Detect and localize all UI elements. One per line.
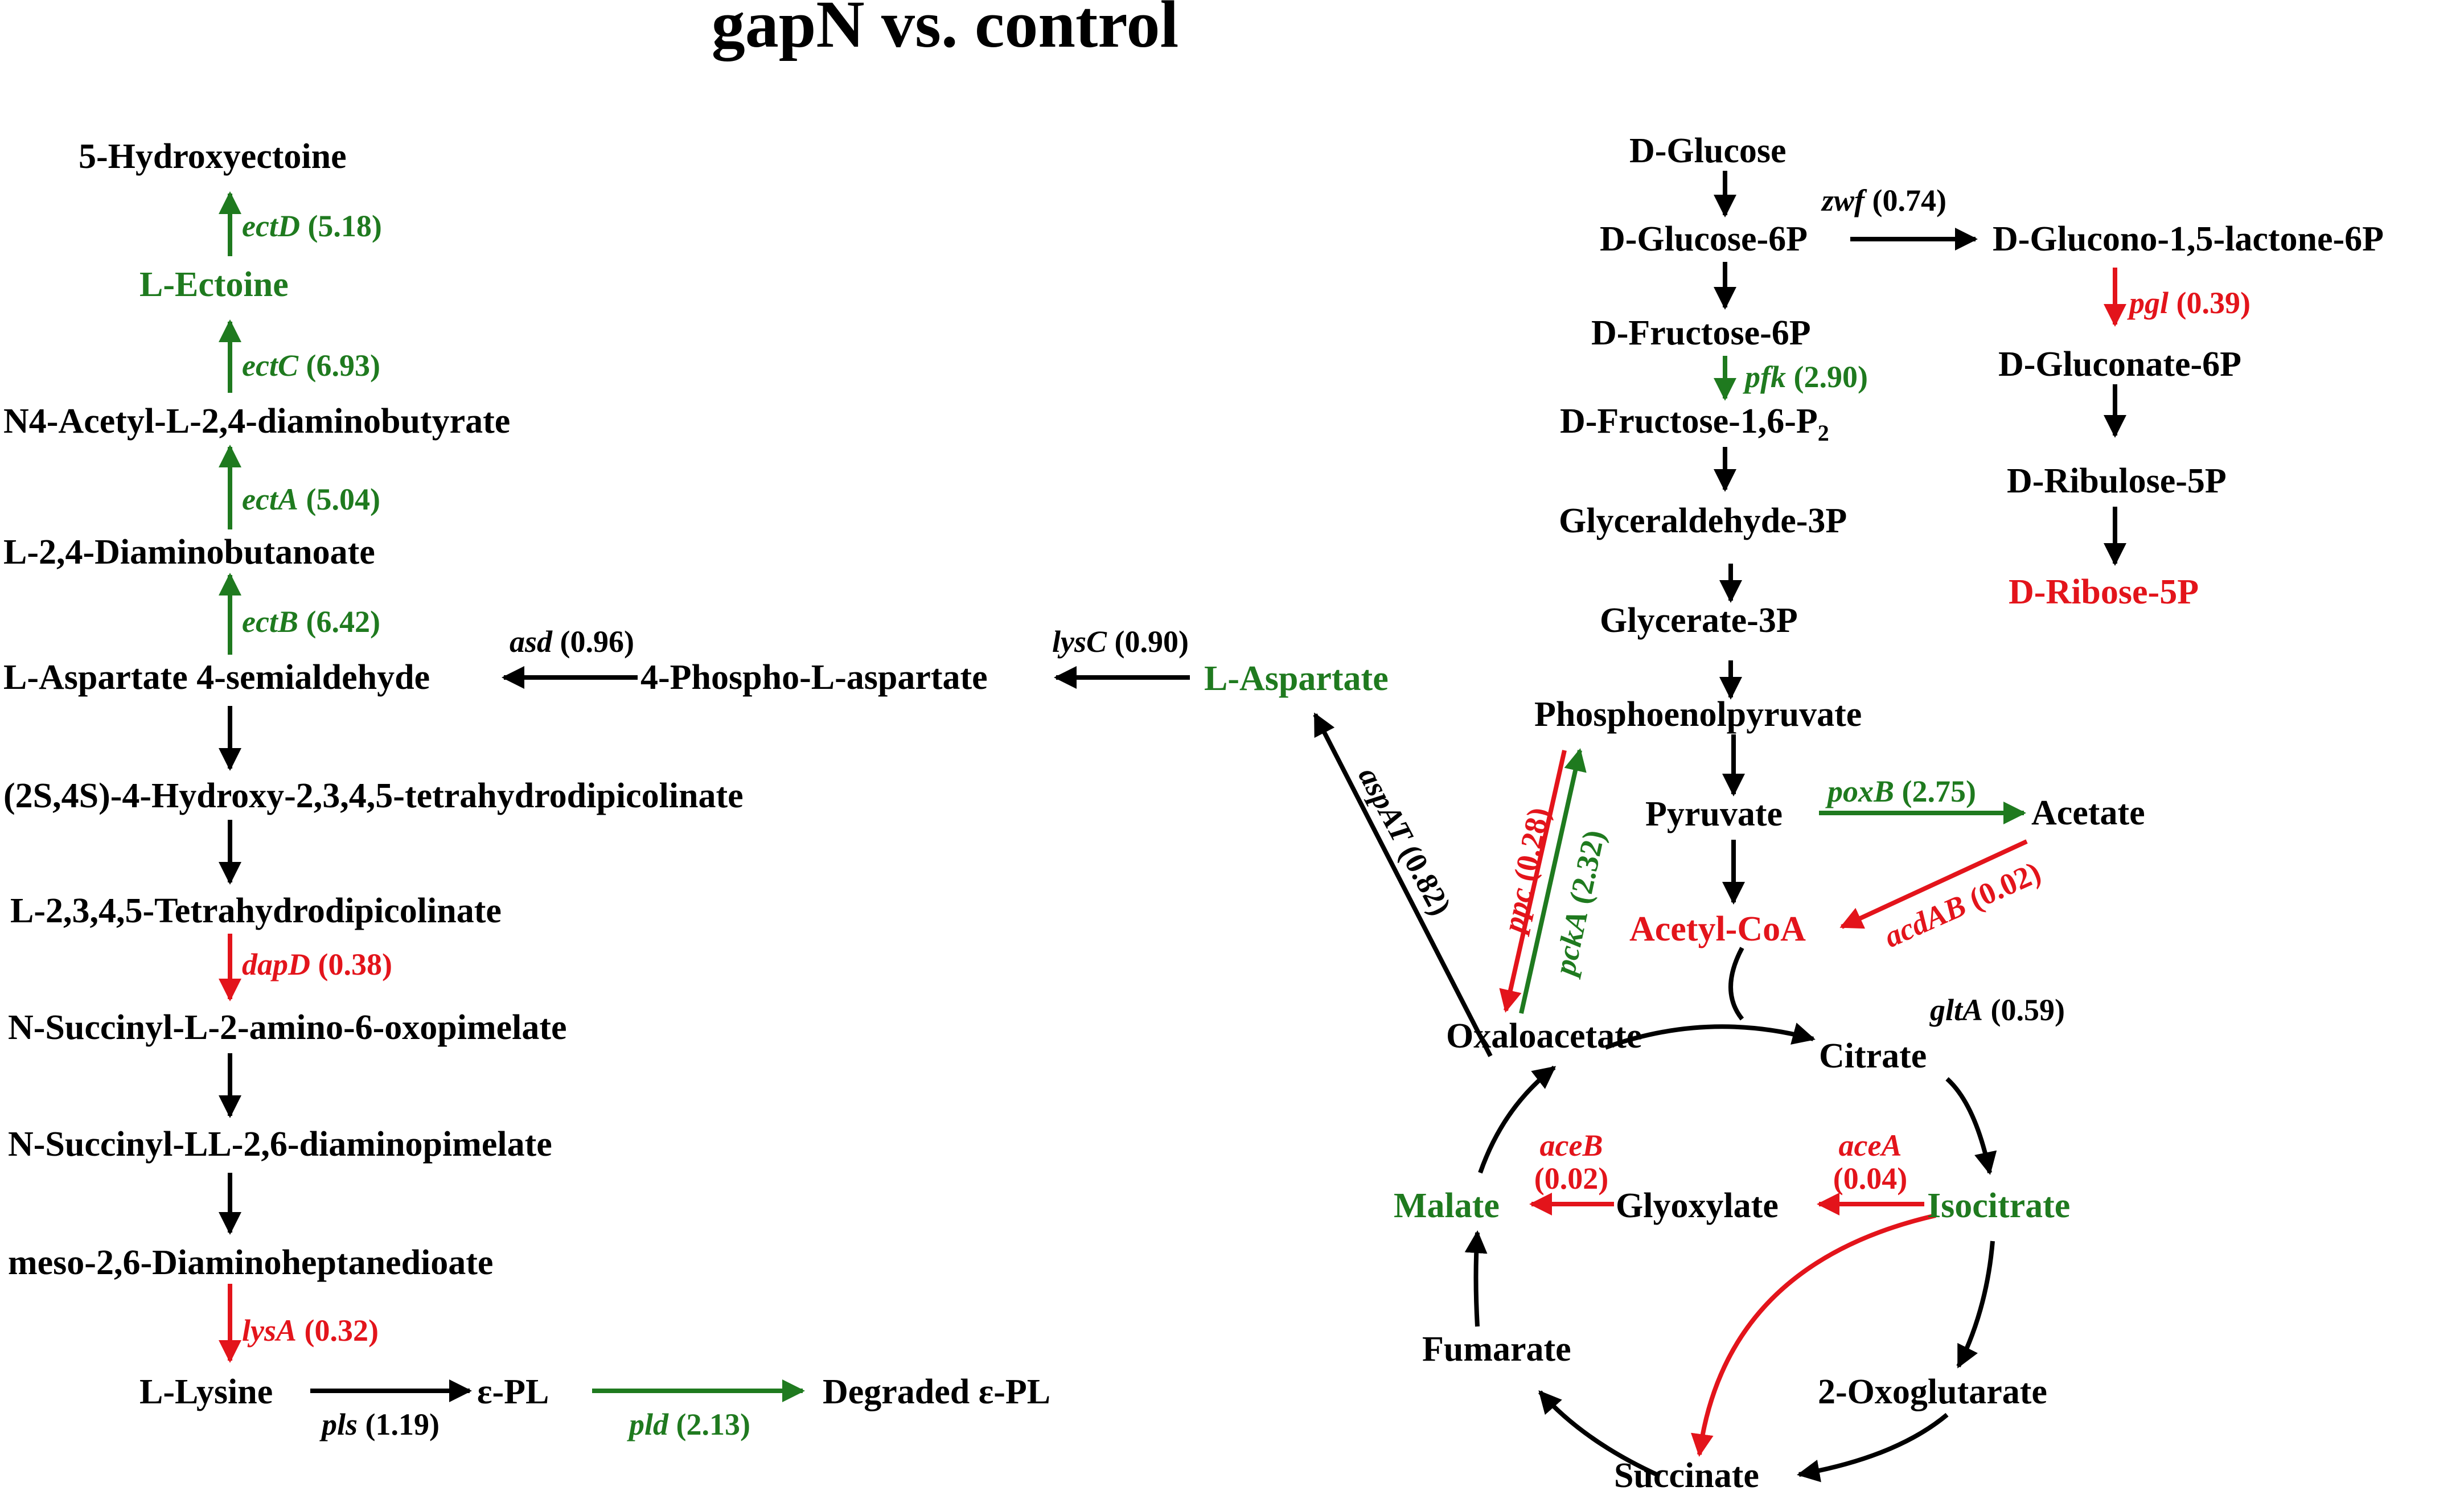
- metabolite-fbp: D-Fructose-1,6-P2: [1560, 402, 1829, 446]
- arrow-pckA: [1519, 748, 1587, 1014]
- metabolite-aspartate: L-Aspartate: [1204, 659, 1389, 698]
- enzyme-label-pfk: pfk (2.90): [1743, 360, 1868, 394]
- metabolite-asp-semialdehyde: L-Aspartate 4-semialdehyde: [3, 658, 430, 697]
- metabolite-degraded-epl: Degraded ε-PL: [823, 1373, 1050, 1411]
- metabolite-g3p: Glyceraldehyde-3P: [1559, 502, 1847, 540]
- metabolite-fumarate: Fumarate: [1422, 1330, 1571, 1369]
- enzyme-label-pld: pld (2.13): [627, 1407, 750, 1441]
- metabolite-thdp: L-2,3,4,5-Tetrahydrodipicolinate: [10, 892, 502, 930]
- metabolite-citrate: Citrate: [1819, 1037, 1927, 1075]
- enzyme-label-poxB: poxB (2.75): [1825, 774, 1976, 808]
- enzyme-label-lysA: lysA (0.32): [242, 1313, 379, 1348]
- enzyme-label-lysC: lysC (0.90): [1052, 625, 1189, 659]
- arrow-malate-oxaloacetate: [1478, 1065, 1557, 1174]
- enzyme-label-ectA: ectA (5.04): [242, 482, 380, 516]
- enzyme-label-gltA: gltA (0.59): [1929, 993, 2065, 1027]
- metabolite-glyoxylate: Glyoxylate: [1616, 1186, 1779, 1225]
- arrow-isocitrate-succinate: [1690, 1213, 1936, 1457]
- enzyme-label-pgl: pgl (0.39): [2127, 286, 2251, 320]
- enzyme-label-dapD: dapD (0.38): [242, 947, 392, 981]
- metabolite-oxoglutarate: 2-Oxoglutarate: [1818, 1373, 2047, 1411]
- arrow-citrate-synthesis: [1604, 1022, 1816, 1050]
- metabolite-hthdp: (2S,4S)-4-Hydroxy-2,3,4,5-tetrahydrodipi…: [3, 777, 744, 815]
- enzyme-label-aceA: aceA(0.04): [1833, 1128, 1907, 1196]
- enzyme-label-ectD: ectD (5.18): [242, 209, 382, 243]
- enzyme-label-ppc: ppc (0.28): [1496, 804, 1556, 937]
- metabolite-gluconate6p: D-Gluconate-6P: [1998, 345, 2241, 384]
- metabolite-glucose: D-Glucose: [1629, 132, 1787, 170]
- metabolite-glycerate3p: Glycerate-3P: [1600, 601, 1798, 640]
- metabolite-glucose6p: D-Glucose-6P: [1600, 220, 1808, 258]
- metabolite-succinate: Succinate: [1614, 1456, 1759, 1495]
- metabolite-succinyl-dap: N-Succinyl-LL-2,6-diaminopimelate: [8, 1125, 552, 1164]
- enzyme-label-aceB: aceB(0.02): [1534, 1128, 1608, 1196]
- metabolite-fructose6p: D-Fructose-6P: [1591, 314, 1811, 352]
- arrow-acdAB: [1839, 839, 2028, 929]
- arrow-aspAT: [1313, 712, 1493, 1057]
- arrow-succinate-fumarate: [1538, 1390, 1658, 1477]
- left-metabolites: 5-Hydroxyectoine L-Ectoine N4-Acetyl-L-2…: [3, 137, 1389, 1411]
- enzyme-label-zwf: zwf (0.74): [1821, 183, 1946, 217]
- metabolite-malate: Malate: [1394, 1186, 1500, 1225]
- metabolite-acetate: Acetate: [2031, 794, 2145, 832]
- arrow-acetylcoa-feed: [1728, 947, 1744, 1021]
- metabolite-ribose5p: D-Ribose-5P: [2009, 573, 2199, 611]
- metabolite-meso-dap: meso-2,6-Diaminoheptanedioate: [8, 1243, 493, 1282]
- arrow-oxoglutarate-succinate: [1797, 1412, 1949, 1482]
- metabolite-phospho-asp: 4-Phospho-L-aspartate: [640, 658, 988, 697]
- arrow-citrate-isocitrate: [1945, 1077, 1997, 1175]
- arrow-fumarate-malate: [1464, 1230, 1488, 1327]
- metabolite-isocitrate: Isocitrate: [1927, 1186, 2070, 1225]
- metabolite-pep: Phosphoenolpyruvate: [1534, 695, 1862, 734]
- left-enzyme-labels: ectD (5.18) ectC (6.93) ectA (5.04) ectB…: [242, 209, 1189, 1441]
- metabolite-epl: ε-PL: [477, 1373, 549, 1411]
- arrow-ppc: [1499, 750, 1567, 1013]
- tca-arrows: [1464, 947, 1997, 1482]
- enzyme-label-ectC: ectC (6.93): [242, 348, 380, 383]
- metabolite-diaminobutanoate: L-2,4-Diaminobutanoate: [3, 533, 375, 572]
- metabolite-ribulose5p: D-Ribulose-5P: [2007, 462, 2227, 500]
- diagram-title: gapN vs. control: [712, 0, 1179, 61]
- metabolite-lysine: L-Lysine: [139, 1373, 273, 1411]
- metabolite-hydroxyectoine: 5-Hydroxyectoine: [79, 137, 347, 176]
- enzyme-label-ectB: ectB (6.42): [242, 605, 380, 639]
- right-metabolites: D-Glucose D-Glucose-6P D-Glucono-1,5-lac…: [1394, 132, 2384, 1495]
- metabolite-ectoine: L-Ectoine: [139, 265, 289, 304]
- lysine-black-arrows: [219, 666, 1190, 1402]
- metabolite-succinyl-amino: N-Succinyl-L-2-amino-6-oxopimelate: [8, 1008, 567, 1047]
- metabolite-gluconolactone: D-Glucono-1,5-lactone-6P: [1993, 220, 2384, 258]
- glyoxylate-shunt-arrows: [1529, 1193, 1936, 1457]
- metabolite-acetyl-coa: Acetyl-CoA: [1629, 910, 1806, 948]
- enzyme-label-pls: pls (1.19): [319, 1407, 440, 1441]
- metabolite-oxaloacetate: Oxaloacetate: [1446, 1017, 1642, 1055]
- glycolysis-arrows: [1313, 171, 2126, 1057]
- enzyme-label-aspAT: aspAT (0.82): [1352, 761, 1458, 921]
- enzyme-label-asd: asd (0.96): [510, 625, 634, 659]
- metabolite-n4-acetyl: N4-Acetyl-L-2,4-diaminobutyrate: [3, 402, 510, 441]
- metabolite-pyruvate: Pyruvate: [1645, 795, 1783, 833]
- arrow-isocitrate-oxoglutarate: [1956, 1241, 1995, 1369]
